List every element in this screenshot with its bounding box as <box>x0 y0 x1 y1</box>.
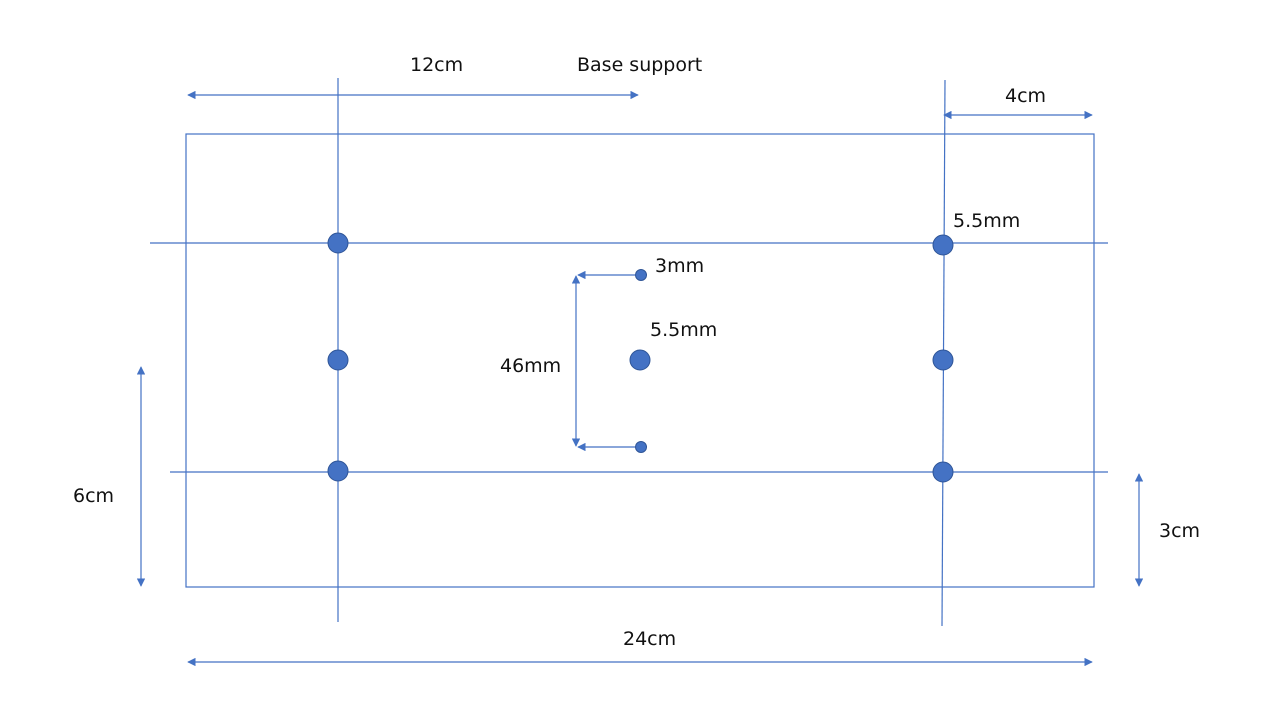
label-edge-offset: 4cm <box>1005 85 1046 107</box>
label-center-hole: 5.5mm <box>650 319 717 341</box>
small-hole-bottom <box>635 441 647 453</box>
hole-right-top <box>932 234 954 256</box>
label-half-width: 12cm <box>410 54 463 76</box>
small-hole-top <box>635 269 647 281</box>
label-total-width: 24cm <box>623 628 676 650</box>
plate-outline <box>185 133 1095 588</box>
hole-left-top <box>327 232 349 254</box>
label-small-hole: 3mm <box>655 255 704 277</box>
label-right-offset: 3cm <box>1159 520 1200 542</box>
label-hole-spacing: 46mm <box>500 355 561 377</box>
hole-center <box>629 349 651 371</box>
diagram-title: Base support <box>577 54 702 76</box>
hole-left-middle <box>327 349 349 371</box>
hole-left-bottom <box>327 460 349 482</box>
label-large-hole-right: 5.5mm <box>953 210 1020 232</box>
label-left-height: 6cm <box>73 485 114 507</box>
hole-right-bottom <box>932 461 954 483</box>
hole-right-middle <box>932 349 954 371</box>
